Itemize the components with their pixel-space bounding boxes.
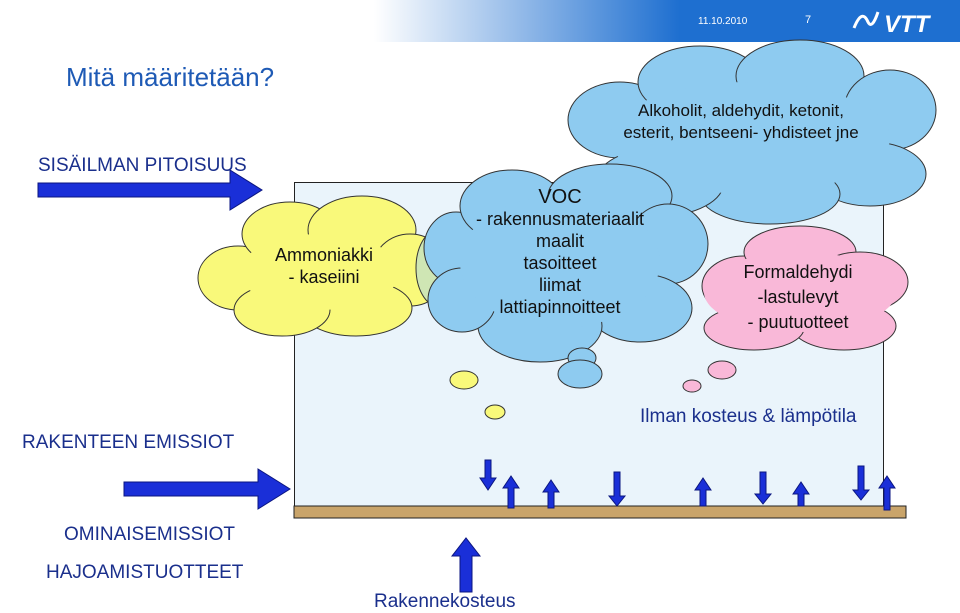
arrow-up-2 — [542, 479, 560, 509]
label-specific-emissions: OMINAISEMISSIOT — [64, 524, 236, 545]
voc-line-3: tasoitteet — [523, 253, 597, 273]
page-number: 7 — [805, 14, 812, 26]
slide-title: Mitä määritetään? — [66, 62, 275, 92]
header-fade — [0, 0, 680, 42]
cloud-voc — [423, 163, 709, 389]
voc-line-2: maalit — [535, 231, 584, 251]
label-indoor-concentration: SISÄILMAN PITOISUUS — [38, 155, 247, 176]
vtt-logo: VTT — [852, 11, 932, 38]
voc-text: VOC - rakennusmateriaalit maalit tasoitt… — [444, 186, 676, 318]
ammonia-line1: Ammoniakki — [274, 245, 374, 265]
floor-slab — [293, 505, 907, 519]
compounds-line2: esterit, bentseeni- yhdisteet jne — [623, 123, 859, 142]
arrow-down-2 — [607, 471, 627, 507]
formaldehyde-line2: -lastulevyt — [757, 287, 839, 307]
arrow-up-5 — [878, 475, 896, 511]
small-arrows — [479, 459, 896, 511]
arrow-up-1 — [502, 475, 520, 509]
label-structure-emissions: RAKENTEEN EMISSIOT — [22, 432, 235, 453]
arrow-down-4 — [851, 465, 871, 501]
arrow-construction-moisture — [450, 537, 482, 593]
cloud-compounds — [567, 39, 937, 225]
compounds-text: Alkoholit, aldehydit, ketonit, esterit, … — [596, 100, 886, 144]
ammonia-line2: - kaseiini — [288, 267, 360, 287]
arrow-indoor-concentration — [37, 169, 263, 211]
ammonia-text: Ammoniakki - kaseiini — [246, 244, 402, 288]
cloud-formaldehyde — [682, 225, 909, 393]
formaldehyde-line3: - puutuotteet — [747, 312, 849, 332]
formaldehyde-text: Formaldehydi -lastulevyt - puutuotteet — [718, 260, 878, 335]
voc-line-5: lattiapinnoitteet — [499, 297, 621, 317]
arrow-up-3 — [694, 477, 712, 507]
bubbles-yellow — [449, 370, 506, 420]
label-construction-moisture: Rakennekosteus — [374, 591, 516, 612]
voc-title: VOC — [538, 186, 582, 208]
arrow-down-1 — [479, 459, 497, 491]
label-air-humidity-temp: Ilman kosteus & lämpötila — [640, 406, 857, 427]
formaldehyde-line1: Formaldehydi — [743, 262, 853, 282]
voc-line-4: liimat — [538, 275, 581, 295]
slide-date: 11.10.2010 — [698, 16, 748, 27]
arrow-down-3 — [753, 471, 773, 505]
compounds-line1: Alkoholit, aldehydit, ketonit, — [637, 101, 844, 120]
label-dispersion-products: HAJOAMISTUOTTEET — [46, 562, 244, 583]
logo-text: VTT — [884, 11, 932, 38]
voc-line-1: - rakennusmateriaalit — [475, 209, 645, 229]
arrow-structure-emissions — [123, 468, 291, 510]
arrow-up-4 — [792, 481, 810, 507]
cloud-ammonia — [197, 195, 449, 337]
logo-wave-icon — [852, 11, 880, 29]
